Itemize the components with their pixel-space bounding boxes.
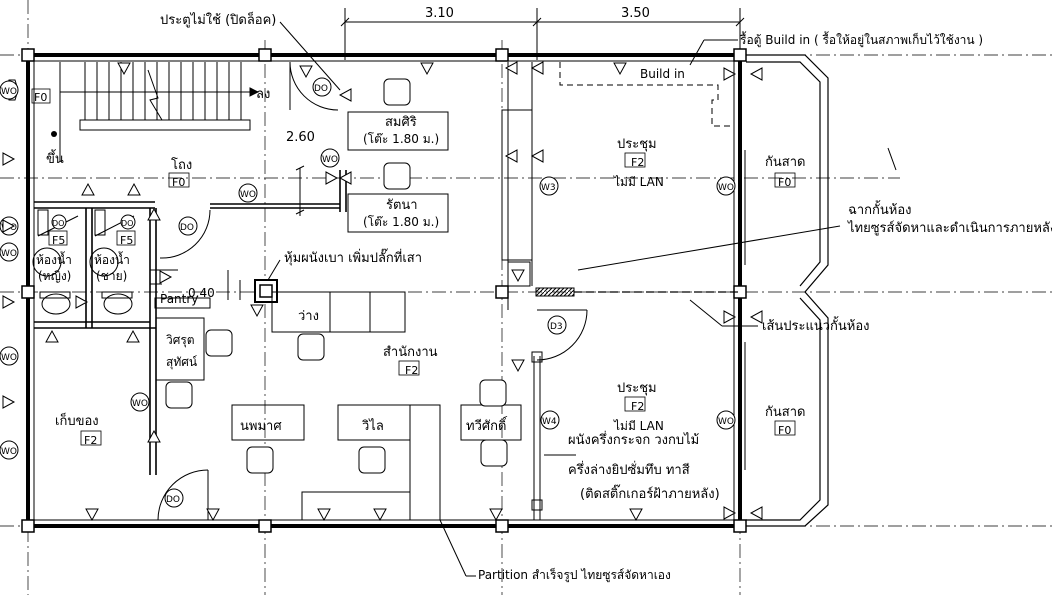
storage-code: F2 [84,434,97,447]
curtain-partition [535,287,575,297]
office-desks [154,111,522,521]
tag-do-2: DO [180,223,194,233]
wisut-label-2: สุทัศน์ [166,355,197,370]
toilet-m-sub: (ชาย) [96,269,127,283]
tag-wo-7: WO [1,87,17,97]
tag-wo-3: WO [240,190,256,200]
desk-wila: วิไล [361,418,384,434]
note-partition-line: เส้นประแนวกั้นห้อง [762,316,870,334]
tag-wo-10: WO [1,353,17,363]
desk-somsiri-name: สมศิริ [385,115,417,130]
toilet-f-name: ห้องน้ำ [36,251,72,267]
pantry-label: Pantry [160,292,198,306]
toilet-f-code: F5 [52,234,65,247]
note-glass-wall-1: ผนังครึ่งกระจก วงกบไม้ [568,431,699,448]
tag-wo-9: WO [1,249,17,259]
toilet-f-sub: (หญิง) [38,269,71,283]
dim-260: 2.60 [286,130,315,145]
columns [21,48,747,533]
note-curtain-2: ไทยซูรส์จัดหาและดำเนินการภายหลัง [847,220,1052,236]
stairs-up-label: ขึ้น [46,149,64,167]
toilet-m-name: ห้องน้ำ [94,251,130,267]
note-glass-wall-3: (ติดสติ๊กเกอร์ฝ้าภายหลัง) [580,484,720,502]
stairs [59,62,260,162]
tag-wo-4: WO [718,183,734,193]
tag-do-5: DO [121,219,133,228]
dim-350: 3.50 [621,6,650,21]
desk-somsiri-size: (โต๊ะ 1.80 ม.) [363,132,439,146]
meeting2-code: F2 [631,400,644,413]
note-curtain-1: ฉากกั้นห้อง [848,200,912,218]
tag-w4: W4 [542,417,557,427]
code-boxes [31,88,796,446]
canopy-outline [746,54,829,527]
canopy1-name: กันสาด [765,155,805,170]
tag-w3: W3 [541,183,556,193]
vacant-label: ว่าง [298,309,319,324]
note-builtin: Build in [640,67,685,81]
tag-d3: D3 [550,322,563,332]
tag-do-3: DO [166,495,180,505]
desk-nopphamat: นพมาศ [240,419,282,434]
tag-wo-6: WO [132,399,148,409]
toilet-fixtures [32,209,178,315]
finish-triangles [2,61,763,522]
canopy2-name: กันสาด [765,405,805,420]
canopy2-code: F0 [778,424,791,437]
canopy1-code: F0 [778,176,791,189]
chairs [165,78,508,474]
note-wrap-column: หุ้มผนังเบา เพิ่มปลั๊กที่เสา [284,248,422,266]
note-glass-wall-2: ครึ่งล่างยิปซั่มทึบ ทาสี [568,461,690,478]
tag-wo-11: WO [1,447,17,457]
meeting1-name: ประชุม [617,137,657,152]
dim-040: 0.40 [188,286,215,300]
stairs-down-label: ลง [256,87,270,102]
stair-code: F0 [34,91,47,104]
meeting2-name: ประชุม [617,381,657,396]
hall-name: โถง [171,157,192,173]
office-name: สำนักงาน [383,345,438,360]
desk-rattana-size: (โต๊ะ 1.80 ม.) [363,215,439,229]
meeting1-code: F2 [631,156,644,169]
tag-wo-5: WO [718,417,734,427]
dim-310: 3.10 [425,6,454,21]
builtin-cabinet [559,62,734,127]
note-door-locked: ประตูไม่ใช้ (ปิดล็อค) [160,10,276,28]
wisut-label-1: วิศรุต [166,333,195,348]
meeting2-note: ไม่มี LAN [613,419,664,433]
meeting-partitions [501,62,746,520]
desk-rattana-name: รัตนา [386,198,418,213]
storage-name: เก็บของ [55,411,99,429]
desk-thawisak: ทวีศักดิ์ [466,416,508,434]
tag-do-4: DO [52,219,64,228]
note-partition-ready: Partition สำเร็จรูป ไทยซูรส์จัดหาเอง [478,567,671,583]
tag-markers [0,77,736,508]
meeting1-note: ไม่มี LAN [613,175,664,189]
leader-lines [227,21,897,577]
tag-do-1: DO [314,84,328,94]
note-builtin-remove: รื้อตู้ Build in ( รื้อให้อยู่ในสภาพเก็บ… [739,31,983,48]
office-code: F2 [405,364,418,377]
tag-wo-2: WO [322,155,338,165]
dimension-top [340,8,745,60]
toilet-m-code: F5 [120,234,133,247]
hall-code: F0 [172,176,185,189]
